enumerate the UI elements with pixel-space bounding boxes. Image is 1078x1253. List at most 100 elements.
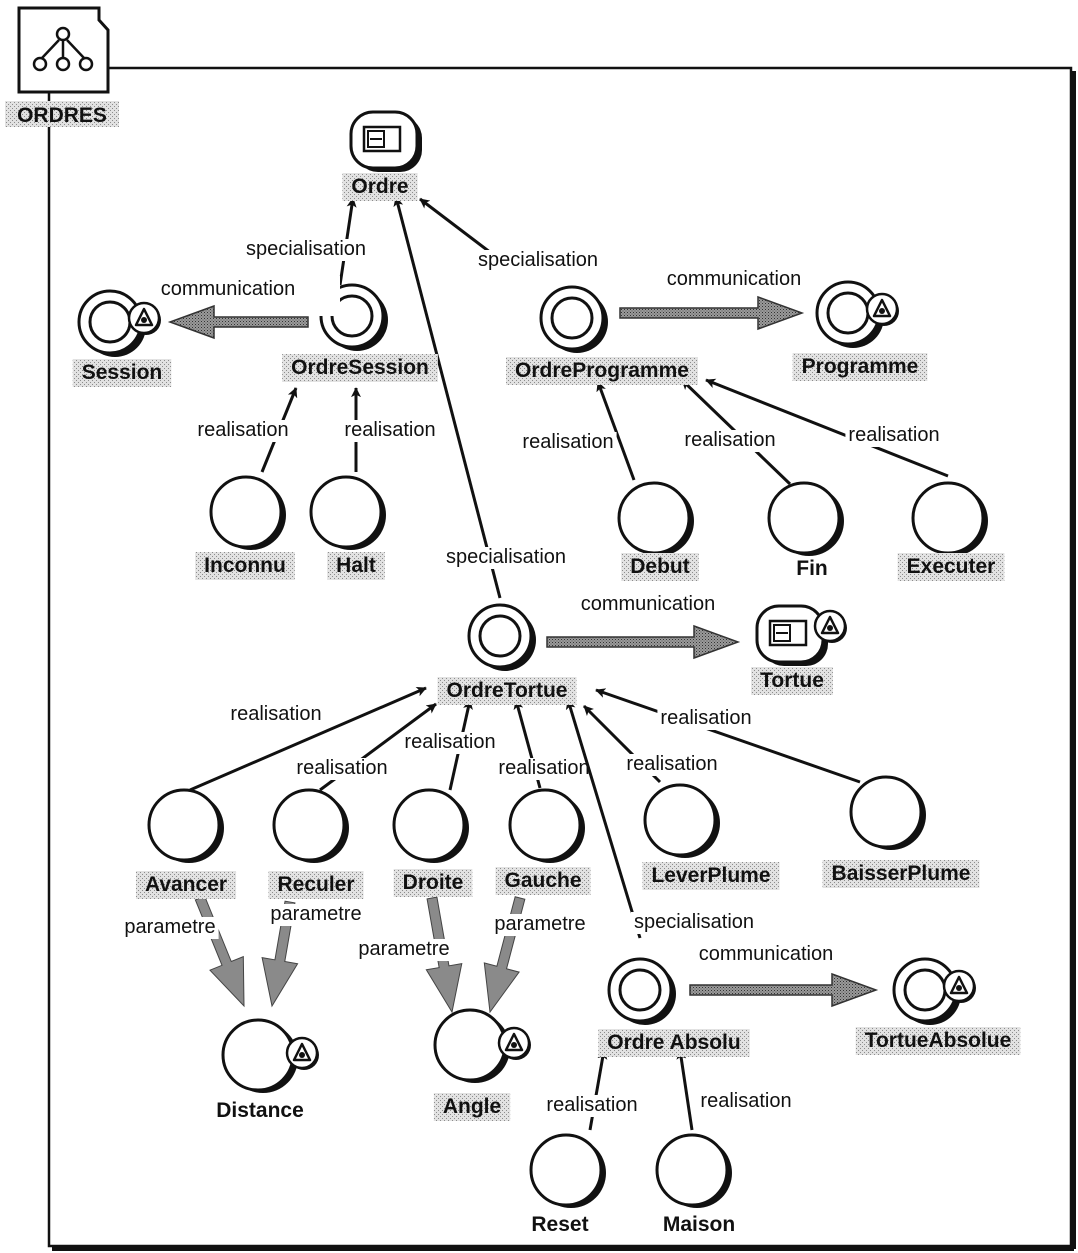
node-avancer[interactable]: [147, 788, 224, 863]
edge-label: specialisation: [478, 249, 598, 271]
node-label-baisser_plume: BaisserPlume: [822, 860, 980, 888]
node-label-ordre_programme: OrdreProgramme: [506, 357, 698, 385]
node-halt[interactable]: [309, 475, 386, 550]
package-name: ORDRES: [5, 101, 119, 127]
node-label-session: Session: [72, 359, 172, 387]
node-label-droite: Droite: [393, 869, 473, 897]
package-frame: [47, 66, 1076, 1251]
node-label-text: Session: [82, 361, 163, 384]
edge-label: parametre: [358, 938, 449, 960]
node-label-halt: Halt: [327, 552, 385, 580]
node-label-text: Halt: [336, 554, 376, 577]
node-label-debut: Debut: [621, 553, 699, 581]
node-label-text: BaisserPlume: [832, 862, 971, 885]
node-label-text: Debut: [630, 555, 690, 578]
node-label-executer: Executer: [897, 553, 1005, 581]
node-label-ordre_tortue: OrdreTortue: [437, 677, 577, 705]
edge-parametre-reculer-distance: parametre: [261, 900, 365, 1008]
node-label-text: Ordre: [351, 175, 408, 198]
node-maison[interactable]: [655, 1133, 732, 1208]
edge-realisation-reset-ordre_absolu: realisation: [543, 1049, 641, 1131]
edge-label: parametre: [124, 916, 215, 938]
edge-label: realisation: [700, 1090, 791, 1112]
edge-communication-ordre_programme-programme: communication: [619, 268, 805, 331]
node-label-ordre: Ordre: [342, 173, 418, 201]
node-fin[interactable]: [767, 481, 844, 556]
utility-badge-icon: [497, 1026, 531, 1060]
node-label-text: OrdreSession: [291, 356, 429, 379]
edge-label: realisation: [404, 731, 495, 753]
node-label-text: Droite: [403, 871, 464, 894]
node-label-text: Inconnu: [204, 554, 286, 577]
node-reculer[interactable]: [272, 788, 349, 863]
edge-realisation-gauche-ordre_tortue: realisation: [495, 699, 593, 789]
edge-communication-ordre_session-session: communication: [157, 278, 309, 340]
utility-badge-icon: [865, 292, 899, 326]
node-gauche[interactable]: [508, 788, 585, 863]
window-icon: [362, 125, 402, 153]
node-ordre_tortue[interactable]: [467, 603, 536, 671]
edge-label: realisation: [660, 707, 751, 729]
edge-parametre-gauche-angle: parametre: [483, 896, 589, 1014]
edge-realisation-debut-ordre_programme: realisation: [519, 381, 636, 481]
edge-realisation-droite-ordre_tortue: realisation: [401, 699, 499, 791]
node-label-ordre_session: OrdreSession: [282, 354, 438, 382]
edge-realisation-executer-ordre_programme: realisation: [705, 378, 949, 478]
node-session[interactable]: [77, 289, 161, 357]
edge-specialisation-ordre_session-ordre: specialisation: [242, 197, 370, 286]
edge-communication-ordre_absolu-tortue_absolue: communication: [689, 943, 879, 1008]
node-ordre_programme[interactable]: [539, 285, 608, 353]
edge-label: communication: [581, 593, 716, 615]
edge-realisation-fin-ordre_programme: realisation: [680, 378, 792, 486]
edge-label: realisation: [296, 757, 387, 779]
edge-label: realisation: [546, 1094, 637, 1116]
node-label-text: TortueAbsolue: [865, 1029, 1012, 1052]
node-label-text: Reset: [531, 1213, 588, 1236]
edge-realisation-halt-ordre_session: realisation: [341, 387, 439, 472]
node-debut[interactable]: [617, 481, 694, 556]
node-baisser_plume[interactable]: [849, 775, 926, 850]
edge-realisation-inconnu-ordre_session: realisation: [194, 387, 298, 473]
utility-badge-icon: [285, 1036, 319, 1070]
node-label-maison: Maison: [663, 1213, 735, 1236]
node-label-tortue_absolue: TortueAbsolue: [855, 1027, 1021, 1055]
node-label-tortue: Tortue: [751, 667, 833, 695]
node-label-avancer: Avancer: [135, 871, 237, 899]
edge-realisation-baisser_plume-ordre_tortue: realisation: [595, 688, 861, 784]
edge-label: realisation: [522, 431, 613, 453]
hierarchy-tree-icon: [32, 26, 94, 72]
node-inconnu[interactable]: [209, 475, 286, 550]
node-ordre[interactable]: [349, 110, 422, 172]
edge-specialisation-ordre_programme-ordre: specialisation: [419, 197, 602, 272]
node-executer[interactable]: [911, 481, 988, 556]
node-droite[interactable]: [392, 788, 469, 863]
node-tortue_absolue[interactable]: [892, 957, 976, 1025]
node-label-text: LeverPlume: [651, 864, 770, 887]
edge-communication-ordre_tortue-tortue: communication: [546, 593, 741, 660]
node-reset[interactable]: [529, 1133, 606, 1208]
node-label-distance: Distance: [216, 1099, 304, 1122]
node-label-text: Ordre Absolu: [607, 1031, 740, 1054]
node-ordre_session[interactable]: [312, 276, 388, 351]
node-ordre_absolu[interactable]: [607, 957, 676, 1025]
node-label-text: Fin: [796, 557, 828, 580]
utility-badge-icon: [942, 969, 976, 1003]
node-label-text: Gauche: [504, 869, 581, 892]
edge-specialisation-ordre_absolu-ordre_tortue: specialisation: [565, 699, 758, 939]
node-label-text: Angle: [443, 1095, 501, 1118]
node-label-text: Executer: [907, 555, 996, 578]
node-lever_plume[interactable]: [643, 783, 720, 858]
node-label-reculer: Reculer: [268, 871, 364, 899]
edge-label: communication: [161, 278, 296, 300]
node-tortue[interactable]: [755, 604, 847, 666]
node-distance[interactable]: [221, 1018, 319, 1093]
edge-label: specialisation: [634, 911, 754, 933]
package-icon[interactable]: [17, 6, 110, 94]
node-label-text: Distance: [216, 1099, 304, 1122]
node-angle[interactable]: [433, 1008, 531, 1083]
edge-label: realisation: [626, 753, 717, 775]
utility-badge-icon: [127, 301, 161, 335]
edge-realisation-lever_plume-ordre_tortue: realisation: [582, 704, 721, 784]
node-programme[interactable]: [815, 280, 899, 348]
edge-parametre-avancer-distance: parametre: [121, 895, 245, 1008]
